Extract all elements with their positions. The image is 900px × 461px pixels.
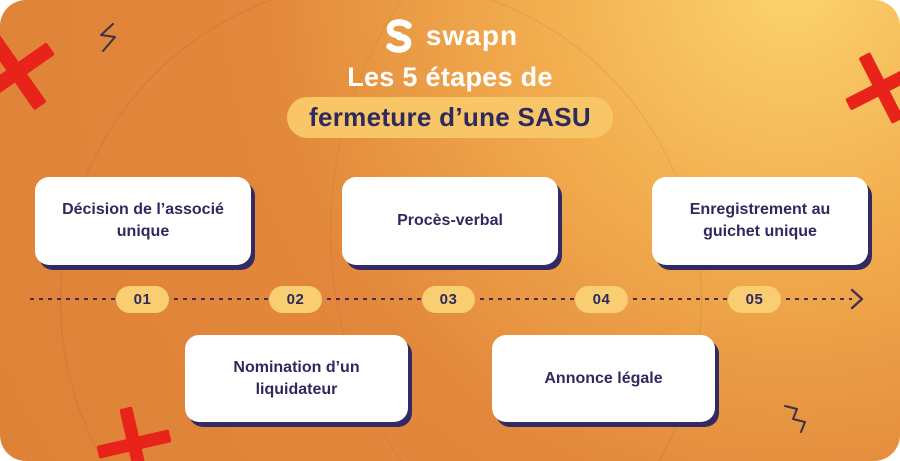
step-number-badge-02: 02 [269, 286, 322, 313]
step-label: Nomination d’un liquidateur [233, 358, 360, 398]
step-number-badge-03: 03 [422, 286, 475, 313]
red-cross-icon [96, 406, 172, 461]
step-card-02: Nomination d’un liquidateur [185, 335, 408, 422]
step-label: Annonce légale [544, 369, 663, 387]
step-card-04: Annonce légale [492, 335, 715, 422]
step-card-01: Décision de l’associé unique [35, 177, 251, 265]
step-number-badge-04: 04 [575, 286, 628, 313]
title-highlight-pill: fermeture d’une SASU [287, 97, 613, 138]
arrow-right-icon [850, 288, 864, 310]
step-number: 01 [133, 291, 152, 308]
step-number-badge-05: 05 [728, 286, 781, 313]
step-number: 03 [439, 291, 458, 308]
step-label: Procès-verbal [397, 212, 503, 230]
step-number: 02 [286, 291, 305, 308]
page-title-line2: fermeture d’une SASU [309, 102, 591, 132]
step-card-03: Procès-verbal [342, 177, 558, 265]
step-number: 05 [745, 291, 764, 308]
step-number: 04 [592, 291, 611, 308]
zigzag-icon [784, 405, 806, 433]
brand-name: swapn [425, 20, 519, 51]
step-label: Décision de l’associé unique [62, 201, 224, 240]
page-title-line1: Les 5 étapes de [347, 62, 553, 92]
step-card-05: Enregistrement au guichet unique [652, 177, 868, 265]
swapn-logo: swapn [0, 17, 900, 55]
step-number-badge-01: 01 [116, 286, 169, 313]
swapn-s-icon [386, 19, 412, 53]
step-label: Enregistrement au guichet unique [689, 201, 831, 240]
